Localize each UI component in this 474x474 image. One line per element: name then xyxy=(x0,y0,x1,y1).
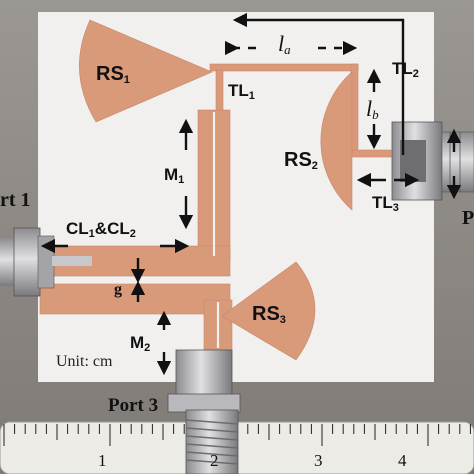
label-rs2: RS2 xyxy=(284,150,318,172)
label-port2: P xyxy=(462,207,474,229)
lb-subscript: b xyxy=(372,107,379,122)
ruler-number-3: 3 xyxy=(314,451,323,470)
label-port1: rt 1 xyxy=(0,189,31,211)
m1-subscript: 1 xyxy=(178,174,185,186)
label-tl3: TL3 xyxy=(372,194,399,214)
cl1-subscript: 1 xyxy=(88,228,95,240)
label-la: la xyxy=(278,31,291,57)
label-unit: Unit: cm xyxy=(56,353,113,370)
tl2-subscript: 2 xyxy=(412,68,419,80)
tl3-subscript: 3 xyxy=(392,202,399,214)
tl1-subscript: 1 xyxy=(248,90,255,102)
radial-stub-rs2 xyxy=(320,71,353,211)
rs1-subscript: 1 xyxy=(123,74,130,86)
label-m2: M2 xyxy=(130,334,150,354)
m2-subscript: 2 xyxy=(144,342,151,354)
label-tl2: TL2 xyxy=(392,60,419,80)
transmission-line-tl3 xyxy=(350,149,392,158)
tl2-text: TL xyxy=(392,59,413,78)
rs3-text: RS xyxy=(252,303,280,325)
m2-text: M xyxy=(130,333,145,352)
rs1-text: RS xyxy=(96,63,124,85)
label-tl1: TL1 xyxy=(228,82,255,102)
label-cl1-cl2: CL1&CL2 xyxy=(66,220,136,240)
copper-layout xyxy=(39,19,392,361)
m1-text: M xyxy=(164,165,179,184)
label-lb: lb xyxy=(366,96,379,122)
dimension-arrows xyxy=(40,12,462,376)
rs2-text: RS xyxy=(284,149,312,171)
label-gap-g: g xyxy=(114,281,122,298)
rs2-subscript: 2 xyxy=(311,160,318,172)
coupled-line-cl2 xyxy=(39,283,231,315)
transmission-line-tl1 xyxy=(209,63,359,72)
label-port3: Port 3 xyxy=(108,395,159,416)
ruler-number-4: 4 xyxy=(398,451,407,470)
cl2-subscript: 2 xyxy=(129,228,136,240)
la-subscript: a xyxy=(284,42,291,57)
cl1-text: CL xyxy=(66,219,89,238)
tl2-arrow xyxy=(232,12,405,155)
port2-connector xyxy=(391,121,474,201)
tl3-text: TL xyxy=(372,193,393,212)
la-text: l xyxy=(278,31,285,56)
label-rs1: RS1 xyxy=(96,64,130,86)
rs3-subscript: 3 xyxy=(279,314,286,326)
radial-stub-rs1 xyxy=(79,19,213,123)
tl1-text: TL xyxy=(228,81,249,100)
ruler-number-1: 1 xyxy=(98,451,107,470)
cl2-text: &CL xyxy=(94,219,130,238)
port3-connector xyxy=(167,349,241,474)
ruler-number-2: 2 xyxy=(210,451,219,470)
label-m1: M1 xyxy=(164,166,184,186)
radial-stub-rs3 xyxy=(221,261,316,361)
lb-text: l xyxy=(366,96,373,121)
label-rs3: RS3 xyxy=(252,304,286,326)
